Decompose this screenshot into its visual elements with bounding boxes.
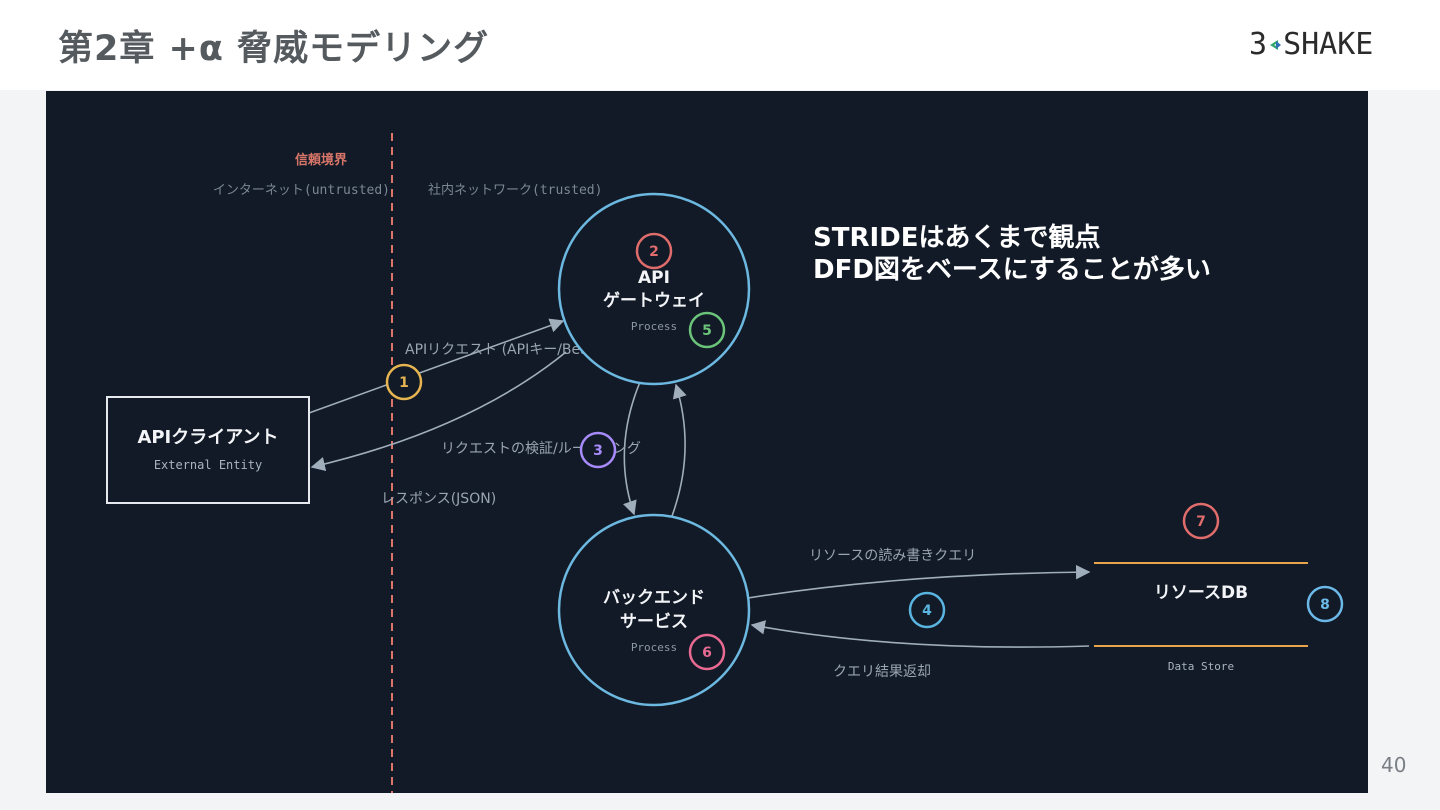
headline-line-2: DFD図をベースにすることが多い: [813, 254, 1211, 285]
threat-marker-4: 4: [908, 591, 946, 629]
trusted-zone-label: 社内ネットワーク(trusted): [428, 182, 602, 198]
logo-chevron-icon: [1267, 28, 1283, 58]
untrusted-zone-label: インターネット(untrusted): [213, 183, 390, 198]
flow-request-arrow: [308, 318, 565, 414]
threat-marker-6-label: 6: [702, 645, 712, 661]
external-entity-box: [106, 396, 310, 504]
threat-marker-5: 5: [688, 311, 726, 349]
db-title: リソースDB: [1154, 583, 1248, 603]
flow-db-query-label: リソースの読み書きクエリ: [809, 547, 976, 564]
headline-line-1: STRIDEはあくまで観点: [813, 222, 1101, 253]
threat-marker-1: 1: [385, 363, 423, 401]
flow-response-label: レスポンス(JSON): [381, 491, 496, 507]
threat-marker-8-label: 8: [1320, 597, 1330, 613]
threat-marker-3: 3: [579, 431, 617, 469]
flow-response-arrow: [310, 351, 567, 472]
slide-header: 第2章 +α 脅威モデリング 3 SHAKE: [0, 0, 1440, 90]
gateway-title-line-2: ゲートウェイ: [603, 290, 705, 311]
flow-db-result-label: クエリ結果返却: [833, 664, 931, 680]
flow-db-query-arrow: [747, 564, 1091, 599]
threat-marker-7-label: 7: [1196, 514, 1206, 530]
threat-marker-2: 2: [635, 232, 673, 270]
threat-marker-8: 8: [1306, 585, 1344, 623]
client-type: External Entity: [154, 458, 262, 472]
logo-digit: 3: [1249, 27, 1268, 62]
threat-marker-4-label: 4: [922, 603, 932, 619]
backend-type: Process: [631, 641, 677, 654]
threat-marker-5-label: 5: [702, 323, 712, 339]
backend-title-line-1: バックエンド: [603, 588, 705, 608]
gateway-title-line-1: API: [638, 268, 670, 288]
gateway-process-circle: [557, 192, 751, 386]
db-type: Data Store: [1168, 660, 1234, 673]
threat-marker-7: 7: [1182, 502, 1220, 540]
threat-marker-1-label: 1: [399, 375, 409, 391]
page-number: 40: [1381, 753, 1407, 777]
flow-validation-arrow: [622, 381, 641, 516]
trust-boundary-label: 信頼境界: [295, 152, 347, 168]
threat-marker-6: 6: [688, 633, 726, 671]
flow-db-result-arrow: [750, 620, 1090, 648]
threat-marker-2-label: 2: [649, 244, 659, 260]
flow-backend-reply-arrow: [671, 383, 687, 517]
backend-title-line-2: サービス: [620, 612, 688, 632]
backend-process-circle: [557, 513, 751, 707]
gateway-type: Process: [631, 320, 677, 333]
threat-marker-3-label: 3: [593, 443, 603, 459]
brand-logo: 3 SHAKE: [1249, 28, 1373, 62]
client-title: APIクライアント: [137, 427, 278, 448]
logo-text: SHAKE: [1283, 27, 1374, 62]
slide-title: 第2章 +α 脅威モデリング: [58, 29, 490, 69]
